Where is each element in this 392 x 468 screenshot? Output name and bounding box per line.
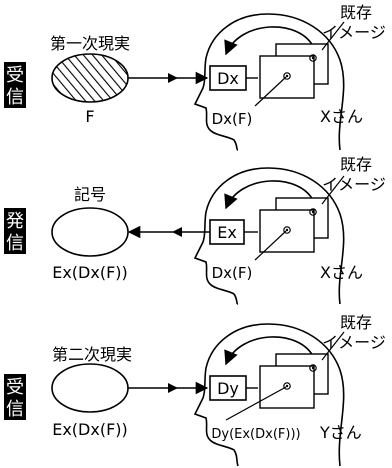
ellipse-top-label: 記号 (74, 185, 106, 204)
image-label-line1: 既存 (340, 3, 372, 22)
tag-char-1: 受 (6, 65, 24, 86)
image-label-line1: 既存 (340, 313, 372, 332)
ellipse-top-label: 第一次現実 (50, 34, 130, 53)
tag-char-2: 信 (6, 233, 24, 254)
person-label: Xさん (320, 107, 363, 126)
image-label-line2: イメージ (322, 333, 386, 352)
code-box-label: Dx (217, 69, 239, 88)
flow-arrowhead-mid (168, 73, 178, 83)
code-box-label: Dy (217, 379, 239, 398)
panel-receive-x: 受 信 第一次現実 F Dx Dx(F) Xさん 既存 イメージ (4, 3, 386, 150)
ellipse-top-label: 第二次現実 (52, 345, 132, 364)
pointer-label: Dx(F) (212, 110, 253, 128)
image-dot-back-center (312, 211, 314, 213)
tag-char-2: 信 (6, 87, 24, 108)
image-dot-front-center (286, 75, 288, 77)
person-label: Xさん (320, 263, 363, 282)
flow-arrowhead-mid (172, 227, 182, 237)
symbol-ellipse (52, 208, 128, 256)
tag-char-1: 発 (6, 211, 24, 232)
ellipse-bottom-label: F (85, 107, 94, 126)
panel-send-x: 発 信 記号 Ex(Dx(F)) Ex Dx(F) Xさん 既存 イメージ (4, 155, 386, 304)
tag-char-1: 受 (6, 377, 24, 398)
image-label-line1: 既存 (340, 155, 372, 174)
image-dot-front-center (286, 229, 288, 231)
ellipse-bottom-label: Ex(Dx(F)) (52, 420, 128, 439)
pointer-label: Dy(Ex(Dx(F))) (211, 427, 300, 442)
reality-ellipse (52, 54, 128, 102)
image-label-line2: イメージ (322, 175, 386, 194)
person-label: Yさん (319, 423, 362, 442)
tag-char-2: 信 (6, 399, 24, 420)
image-dot-back-center (312, 57, 314, 59)
pointer-label: Dx(F) (212, 264, 253, 282)
code-box-label: Ex (217, 223, 237, 242)
ellipse-bottom-label: Ex(Dx(F)) (52, 263, 128, 282)
image-dot-back-center (312, 367, 314, 369)
reality-ellipse (52, 364, 128, 412)
image-label-line2: イメージ (322, 23, 386, 42)
panel-receive-y: 受 信 第二次現実 Ex(Dx(F)) Dy Dy(Ex(Dx(F))) Yさん… (4, 313, 386, 466)
flow-arrowhead-mid (168, 383, 178, 393)
image-dot-front-center (286, 385, 288, 387)
